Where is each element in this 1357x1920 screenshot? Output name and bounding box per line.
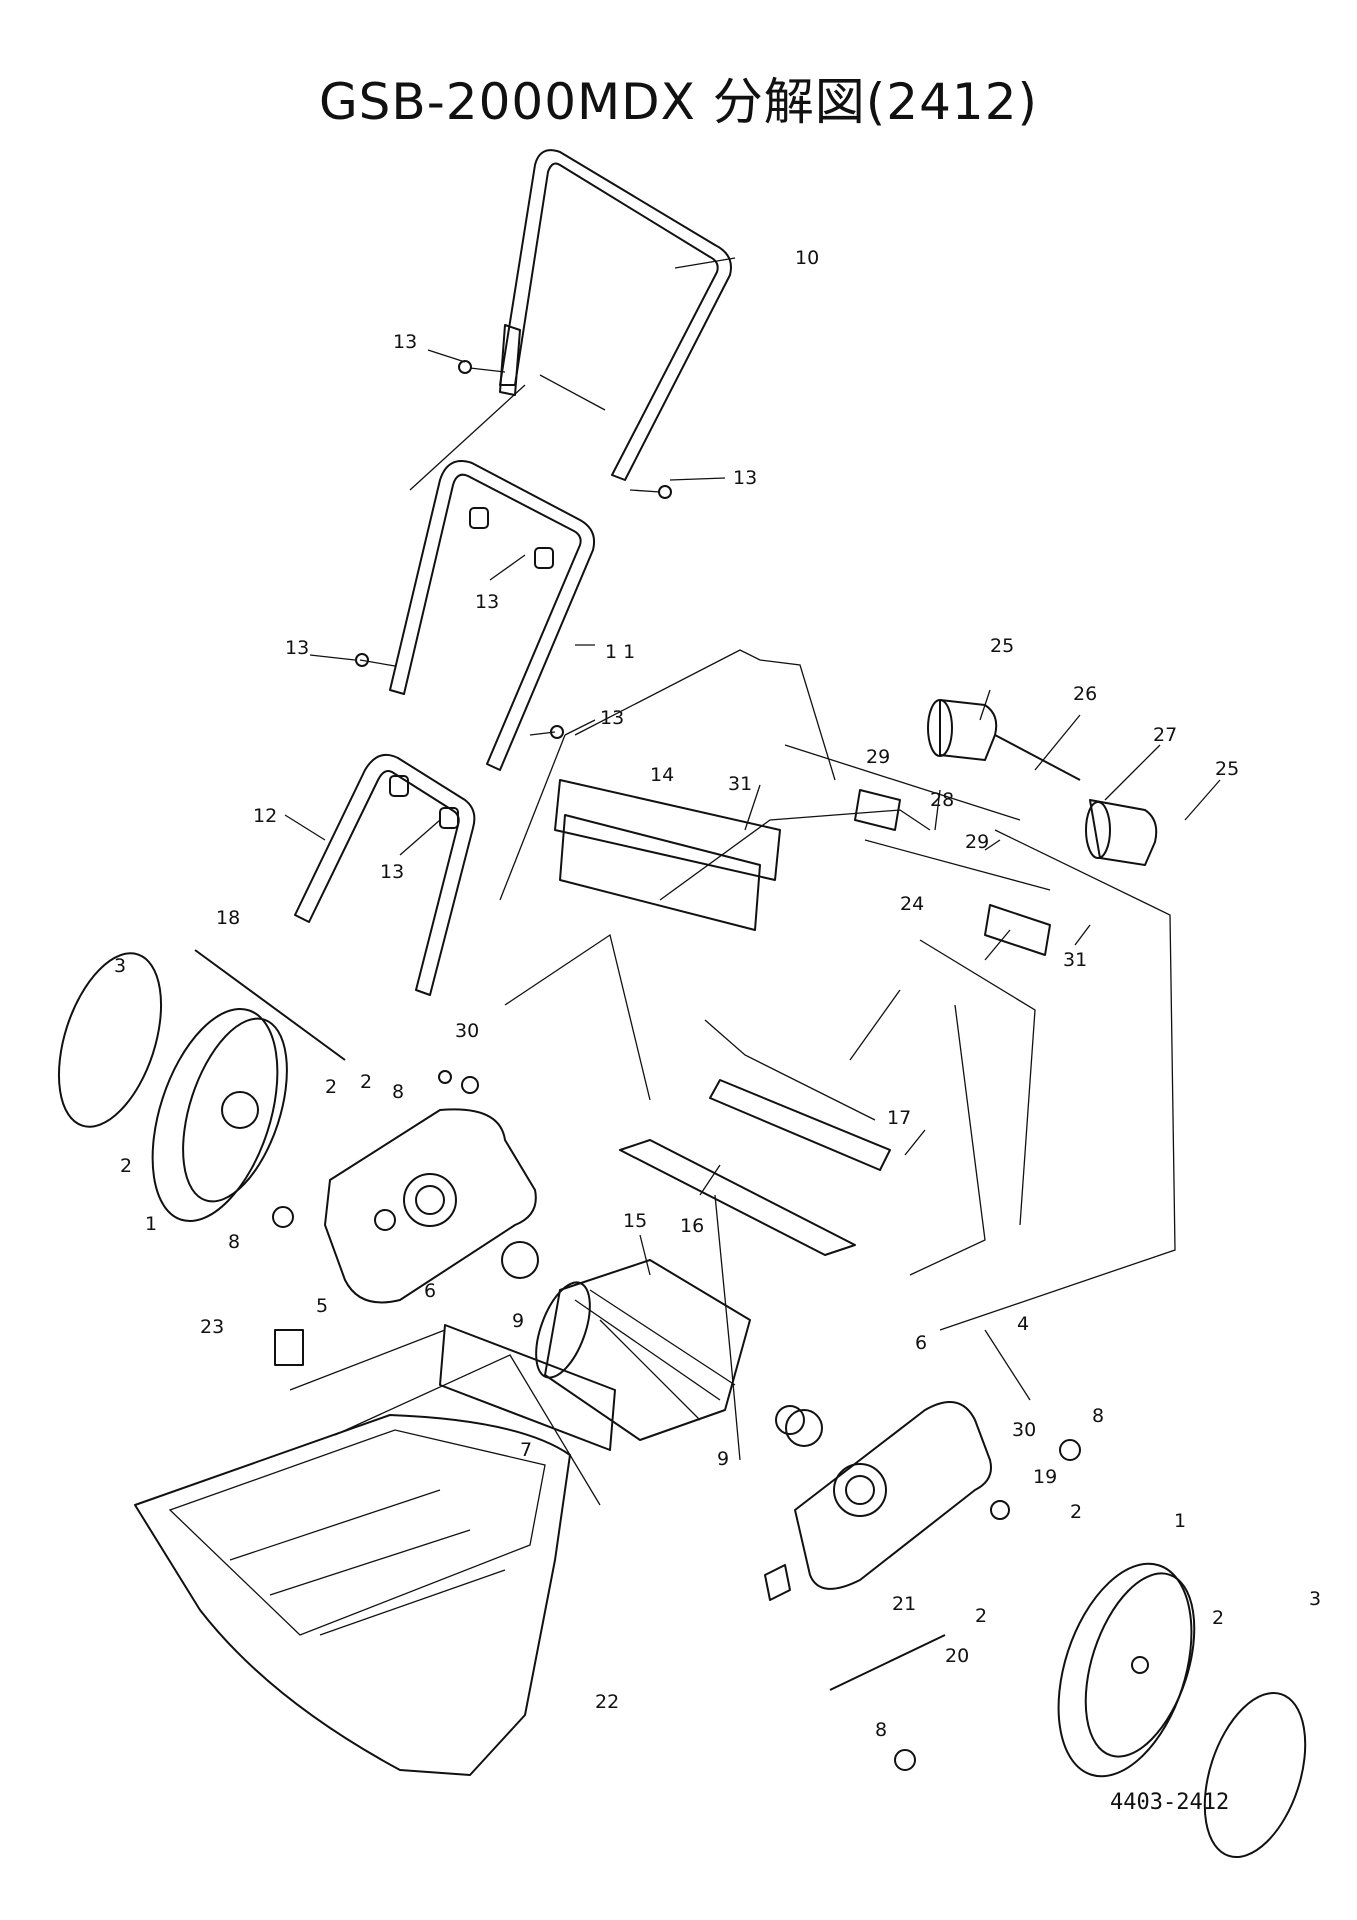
- callout-7: 7: [520, 1439, 532, 1461]
- small-parts: [272, 1070, 1081, 1771]
- diagram-title: GSB-2000MDX 分解図(2412): [318, 73, 1039, 131]
- callout-13: 13: [475, 591, 499, 613]
- callout-8: 8: [228, 1231, 240, 1253]
- middle-handle: [389, 460, 596, 771]
- right-wheel: [1057, 1562, 1196, 1778]
- axle-rod: [194, 949, 346, 1061]
- callout-30: 30: [455, 1020, 479, 1042]
- callout-3: 3: [1309, 1588, 1321, 1610]
- callout-29: 29: [866, 746, 890, 768]
- callout-19: 19: [1033, 1466, 1057, 1488]
- callout-22: 22: [595, 1691, 619, 1713]
- callout-9: 9: [512, 1310, 524, 1332]
- handle-bolts: [355, 360, 672, 739]
- callout-17: 17: [887, 1107, 911, 1129]
- callout-1: 1: [1174, 1510, 1186, 1532]
- callout-labels: 10 13 13 13 1 1 13 13 12 13 14 25 26 27 …: [114, 247, 1321, 1741]
- right-side-plate: [794, 1401, 992, 1590]
- callout-6: 6: [915, 1332, 927, 1354]
- callout-24: 24: [900, 893, 924, 915]
- lower-handle: [294, 754, 476, 996]
- upper-handle: [499, 149, 732, 481]
- rear-cover: [559, 814, 761, 931]
- callout-2: 2: [1070, 1501, 1082, 1523]
- callout-2: 2: [1212, 1607, 1224, 1629]
- callout-23: 23: [200, 1316, 224, 1338]
- grass-catcher: [134, 1414, 571, 1776]
- callout-16: 16: [680, 1215, 704, 1237]
- callout-4: 4: [1017, 1313, 1029, 1335]
- roller-assembly: [554, 699, 1158, 956]
- callout-14: 14: [650, 764, 674, 786]
- reel-cylinder: [535, 1259, 751, 1441]
- callout-31: 31: [1063, 949, 1087, 971]
- callout-10: 10: [795, 247, 819, 269]
- callout-1: 1: [145, 1213, 157, 1235]
- callout-11: 1 1: [605, 641, 635, 663]
- callout-9: 9: [717, 1448, 729, 1470]
- callout-25: 25: [990, 635, 1014, 657]
- callout-25: 25: [1215, 758, 1239, 780]
- callout-21: 21: [892, 1593, 916, 1615]
- callout-29: 29: [965, 831, 989, 853]
- callout-13: 13: [600, 707, 624, 729]
- callout-13: 13: [733, 467, 757, 489]
- callout-2: 2: [360, 1071, 372, 1093]
- callout-20: 20: [945, 1645, 969, 1667]
- callout-27: 27: [1153, 724, 1177, 746]
- callout-8: 8: [1092, 1405, 1104, 1427]
- callout-13: 13: [393, 331, 417, 353]
- left-side-plate: [324, 1108, 537, 1304]
- front-cover: [439, 1324, 616, 1451]
- bed-knife: [619, 1079, 891, 1256]
- callout-3: 3: [114, 955, 126, 977]
- assembly-guide-lines: [289, 374, 1176, 1506]
- callout-18: 18: [216, 907, 240, 929]
- drawing-code: 4403-2412: [1110, 1790, 1230, 1815]
- callout-30: 30: [1012, 1419, 1036, 1441]
- callout-2: 2: [325, 1076, 337, 1098]
- callout-8: 8: [875, 1719, 887, 1741]
- callout-31: 31: [728, 773, 752, 795]
- callout-26: 26: [1073, 683, 1097, 705]
- callout-2: 2: [975, 1605, 987, 1627]
- wheel-caps: [57, 952, 1307, 1859]
- callout-leaders: [284, 257, 1221, 1276]
- callout-6: 6: [424, 1280, 436, 1302]
- callout-5: 5: [316, 1295, 328, 1317]
- callout-2: 2: [120, 1155, 132, 1177]
- left-wheel: [151, 1008, 288, 1222]
- callout-13: 13: [380, 861, 404, 883]
- callout-28: 28: [930, 789, 954, 811]
- callout-13: 13: [285, 637, 309, 659]
- callout-8: 8: [392, 1081, 404, 1103]
- callout-15: 15: [623, 1210, 647, 1232]
- callout-12: 12: [253, 805, 277, 827]
